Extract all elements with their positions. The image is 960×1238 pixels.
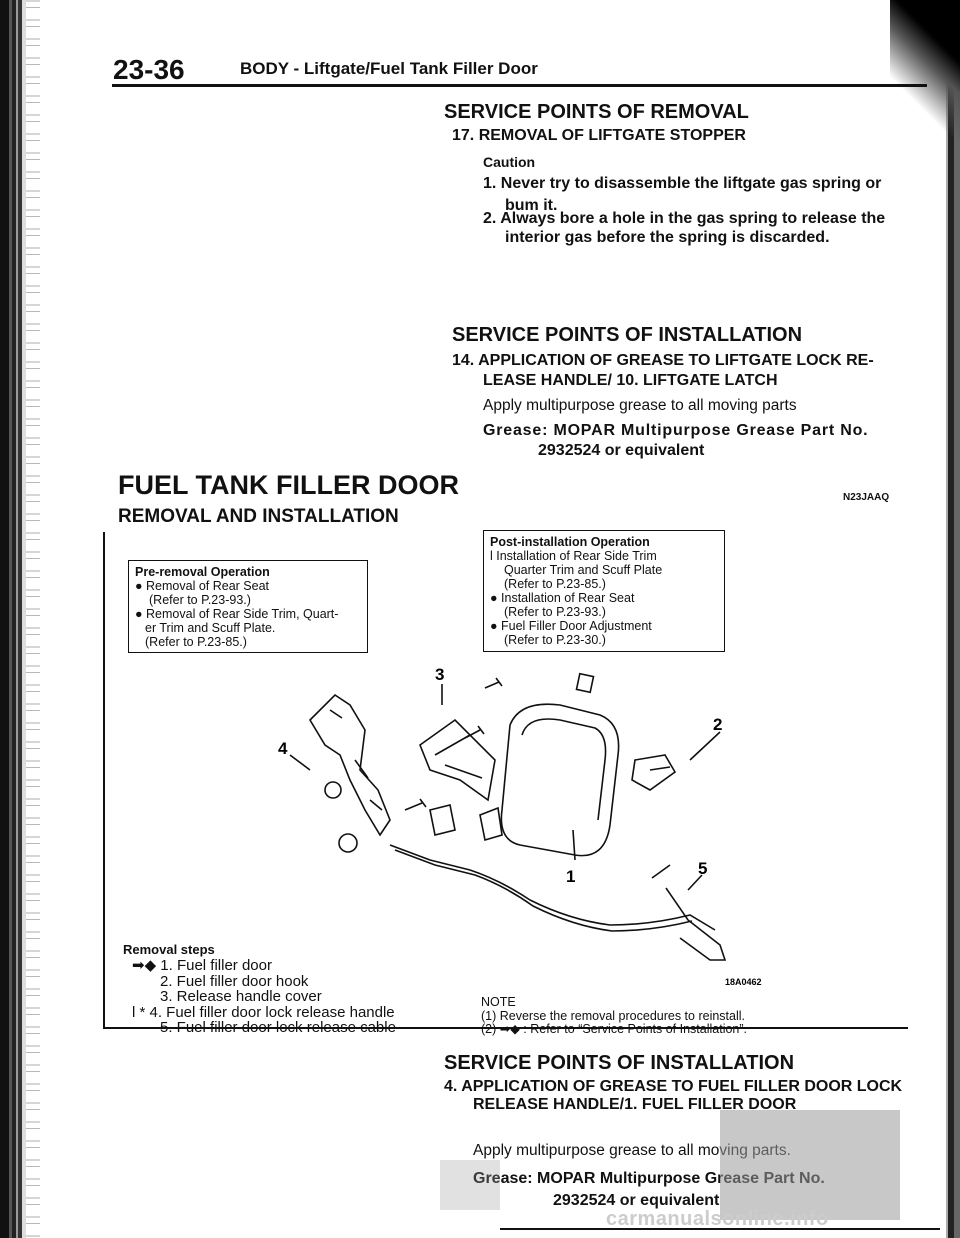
scan-binding-shadow: [26, 0, 40, 1238]
installation-bottom-item-a: 4. APPLICATION OF GREASE TO FUEL FILLER …: [444, 1078, 903, 1095]
caution-line-1a: 1. Never try to disassemble the liftgate…: [483, 175, 882, 192]
pre-removal-line: (Refer to P.23-93.): [149, 593, 251, 607]
callout-2: 2: [713, 715, 722, 734]
post-installation-line: (Refer to P.23-85.): [504, 577, 606, 591]
removal-item: 17. REMOVAL OF LIFTGATE STOPPER: [452, 127, 746, 144]
note-block: NOTE (1) Reverse the removal procedures …: [481, 995, 748, 1037]
cable-end-part: [651, 864, 727, 961]
door-hook-detail: [649, 766, 671, 771]
removal-steps-list: ➡◆ 1. Fuel filler door 2. Fuel filler do…: [132, 958, 396, 1036]
release-handle-part: [308, 693, 391, 837]
caution-line-2a: 2. Always bore a hole in the gas spring …: [483, 210, 886, 227]
page-header-title: BODY - Liftgate/Fuel Tank Filler Door: [240, 59, 538, 78]
handle-cover-part: [419, 718, 496, 802]
installation-top-item-a: 14. APPLICATION OF GREASE TO LIFTGATE LO…: [452, 352, 874, 369]
callout-leader: [687, 874, 703, 891]
installation-heading-bottom: SERVICE POINTS OF INSTALLATION: [444, 1052, 795, 1074]
post-installation-line: ● Fuel Filler Door Adjustment: [490, 619, 652, 633]
caution-line-2b: interior gas before the spring is discar…: [505, 229, 830, 246]
callout-leader: [572, 829, 576, 861]
callout-1: 1: [566, 867, 575, 886]
removal-steps-title: Removal steps: [123, 942, 215, 957]
post-installation-line: ● Installation of Rear Seat: [490, 591, 635, 605]
section-subtitle: REMOVAL AND INSTALLATION: [118, 506, 399, 527]
installation-top-grease-a: Grease: MOPAR Multipurpose Grease Part N…: [483, 422, 869, 439]
scan-right-edge: [942, 0, 960, 1238]
pre-removal-line: ● Removal of Rear Side Trim, Quart-: [135, 607, 339, 621]
caution-line-1b: bum it.: [505, 197, 558, 214]
screw-part: [464, 725, 485, 739]
filler-door-inner: [521, 718, 607, 821]
callout-4: 4: [278, 739, 288, 758]
frame-bottom-line: [103, 1027, 908, 1029]
clip-part: [338, 833, 358, 853]
removal-step: ➡◆ 1. Fuel filler door: [132, 957, 272, 974]
installation-top-apply: Apply multipurpose grease to all moving …: [483, 397, 797, 414]
section-title: FUEL TANK FILLER DOOR: [118, 470, 459, 500]
pre-removal-title: Pre-removal Operation: [135, 565, 270, 579]
footer-rule: [500, 1228, 940, 1230]
removal-step: 2. Fuel filler door hook: [160, 972, 309, 990]
screw-part: [404, 798, 427, 811]
pre-removal-line: ● Removal of Rear Seat: [135, 579, 269, 593]
pre-removal-box: Pre-removal Operation ● Removal of Rear …: [128, 560, 368, 653]
post-installation-line: (Refer to P.23-93.): [504, 605, 606, 619]
scan-binding-edge: [0, 0, 26, 1238]
door-hook-part: [631, 754, 677, 791]
latch-part: [575, 672, 595, 694]
page-number: 23-36: [113, 54, 185, 85]
release-cable-part: [389, 844, 716, 931]
pre-removal-line: er Trim and Scuff Plate.: [145, 621, 276, 635]
fuel-filler-door-diagram: 1 2 3 4 5 18A0462: [278, 665, 762, 987]
handle-cover-detail: [434, 734, 483, 779]
installation-bottom-apply: Apply multipurpose grease to all moving …: [473, 1142, 791, 1159]
callout-leader: [289, 754, 311, 771]
installation-heading-top: SERVICE POINTS OF INSTALLATION: [452, 324, 803, 346]
installation-bottom-item-b: RELEASE HANDLE/1. FUEL FILLER DOOR: [473, 1096, 797, 1113]
release-cable-part: [394, 849, 693, 932]
note-title: NOTE: [481, 995, 516, 1009]
frame-left-line: [103, 532, 105, 1028]
pre-removal-line: (Refer to P.23-85.): [145, 635, 247, 649]
filler-door-part: [500, 703, 620, 857]
note-line: (2) ➡◆ : Refer to “Service Points of Ins…: [481, 1022, 748, 1036]
cable-clip-part: [429, 804, 456, 836]
clip-part: [324, 781, 342, 799]
release-handle-detail: [329, 709, 383, 811]
removal-step: l * 4. Fuel filler door lock release han…: [132, 1003, 395, 1021]
removal-step: 5. Fuel filler door lock release cable: [160, 1019, 396, 1036]
removal-step: 3. Release handle cover: [160, 988, 322, 1005]
scan-noise: [720, 1110, 900, 1220]
post-installation-title: Post-installation Operation: [490, 535, 650, 549]
watermark: carmanualsonline.info: [606, 1208, 829, 1230]
header-rule: [112, 84, 927, 87]
callout-leader: [689, 731, 721, 761]
post-installation-line: l Installation of Rear Side Trim: [490, 549, 657, 563]
figure-code: 18A0462: [725, 977, 762, 987]
installation-top-grease-b: 2932524 or equivalent: [538, 442, 705, 459]
callout-3: 3: [435, 665, 444, 684]
post-installation-line: (Refer to P.23-30.): [504, 633, 606, 647]
screw-part: [484, 677, 503, 689]
note-line: (1) Reverse the removal procedures to re…: [481, 1008, 746, 1023]
scan-noise: [440, 1160, 500, 1210]
cable-clip-part: [479, 806, 503, 842]
installation-bottom-grease-b: 2932524 or equivalent: [553, 1192, 720, 1209]
post-installation-line: Quarter Trim and Scuff Plate: [504, 563, 663, 577]
post-installation-box: Post-installation Operation l Installati…: [483, 530, 725, 652]
callout-5: 5: [698, 859, 707, 878]
section-code: N23JAAQ: [843, 492, 890, 503]
installation-top-item-b: LEASE HANDLE/ 10. LIFTGATE LATCH: [483, 372, 778, 389]
caution-label: Caution: [483, 154, 536, 170]
scan-corner-shadow: [890, 0, 960, 140]
removal-heading: SERVICE POINTS OF REMOVAL: [444, 101, 749, 123]
